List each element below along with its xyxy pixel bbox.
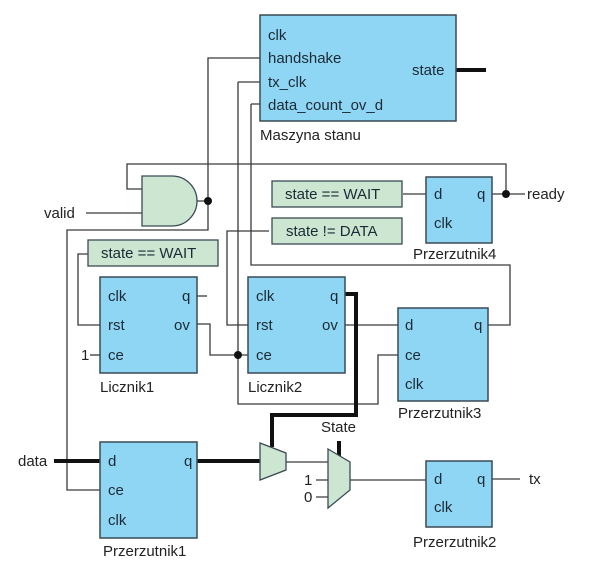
port-label: rst [108, 317, 125, 334]
port-label: ce [405, 347, 421, 364]
wire-mux-consts [316, 479, 328, 498]
condition-wait-top: state == WAIT [271, 180, 403, 208]
port-label: state != DATA [286, 223, 378, 240]
port-label: clk [108, 512, 127, 529]
port-label: q [477, 186, 485, 203]
block-label: Maszyna stanu [260, 127, 361, 144]
wire-ready-feedback [126, 163, 507, 194]
wire-notdata-rst [226, 230, 269, 326]
port-label: clk [434, 499, 453, 516]
mux-input-0: 0 [304, 489, 312, 506]
port-label: clk [434, 215, 453, 232]
wire-tx-clk [237, 81, 398, 405]
mux-1 [259, 442, 287, 481]
bus-wires [54, 68, 486, 463]
block-label: Przerzutnik3 [398, 405, 481, 422]
port-label: q [182, 288, 190, 305]
block-maszyna-stanu[interactable]: clk handshake tx_clk data_count_ov_d sta… [259, 14, 457, 144]
port-handshake: handshake [268, 50, 341, 67]
port-label: clk [108, 288, 127, 305]
block-label: Licznik1 [100, 379, 154, 396]
port-label: q [477, 471, 485, 488]
junction-ready [502, 190, 510, 198]
port-label: rst [256, 317, 273, 334]
port-label: state == WAIT [285, 186, 380, 203]
port-clk: clk [268, 27, 287, 44]
port-label: ce [256, 347, 272, 364]
signal-data: data [18, 453, 48, 470]
junction-l2-ce [234, 351, 242, 359]
and-gate [141, 175, 198, 227]
block-label: Przerzutnik1 [103, 543, 186, 560]
wires [66, 57, 525, 498]
block-label: Przerzutnik2 [413, 534, 496, 551]
port-label: ov [174, 317, 190, 334]
block-przerzutnik1[interactable]: d ce clk q Przerzutnik1 [99, 441, 198, 560]
port-label: d [108, 453, 116, 470]
signal-ready: ready [527, 186, 565, 203]
wire-data-count-ov-d [250, 103, 511, 326]
port-label: clk [405, 376, 424, 393]
block-przerzutnik2[interactable]: d clk q Przerzutnik2 [413, 460, 496, 551]
mux-2 [327, 447, 351, 510]
port-label: ce [108, 347, 124, 364]
const-one: 1 [81, 347, 89, 364]
block-przerzutnik3[interactable]: d ce clk q Przerzutnik3 [397, 307, 489, 422]
condition-not-data: state != DATA [271, 217, 403, 245]
block-licznik2[interactable]: clk rst ce q ov Licznik2 [247, 276, 346, 396]
block-label: Przerzutnik4 [413, 246, 496, 263]
port-label: clk [256, 288, 275, 305]
condition-wait-left: state == WAIT [87, 239, 219, 267]
signal-tx: tx [529, 471, 541, 488]
wire-l1-ov [197, 323, 248, 356]
port-label: q [330, 288, 338, 305]
port-label: ov [322, 317, 338, 334]
junction-and-out [204, 197, 212, 205]
block-przerzutnik4[interactable]: d clk q Przerzutnik4 [413, 176, 496, 263]
port-label: d [405, 317, 413, 334]
bus-l2-q [270, 292, 358, 447]
block-licznik1[interactable]: clk rst ce q ov Licznik1 [99, 276, 198, 396]
port-state: state [412, 62, 445, 79]
port-label: ce [108, 482, 124, 499]
signal-state-select: State [321, 419, 356, 436]
mux-input-1: 1 [304, 472, 312, 489]
port-label: q [474, 317, 482, 334]
port-tx-clk: tx_clk [268, 74, 307, 91]
port-label: state == WAIT [101, 245, 196, 262]
wire-wait-rst [77, 253, 100, 326]
port-data-count-ov-d: data_count_ov_d [268, 97, 383, 114]
port-label: d [434, 471, 442, 488]
wire-handshake [207, 57, 260, 200]
port-label: d [434, 186, 442, 203]
port-label: q [184, 453, 192, 470]
block-label: Licznik2 [248, 379, 302, 396]
signal-valid: valid [44, 205, 75, 222]
